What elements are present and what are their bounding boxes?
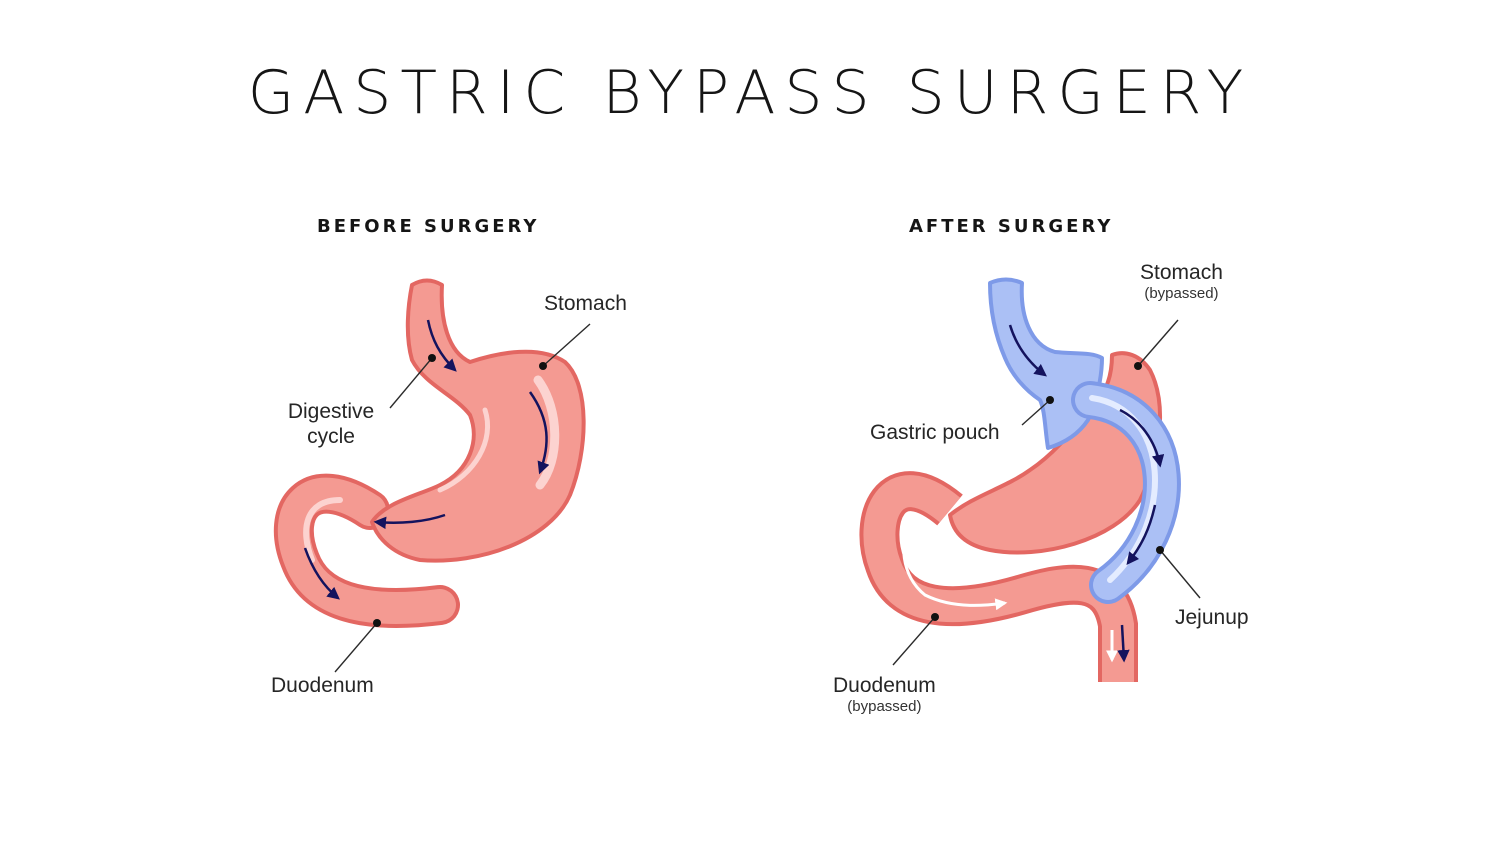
after-stomach-text: Stomach [1140, 261, 1223, 284]
after-anatomy-group [859, 277, 1181, 682]
before-surgery-heading: BEFORE SURGERY [317, 216, 540, 237]
after-arrow-outflow [1117, 624, 1130, 663]
before-arrow-stomach [528, 391, 550, 475]
gastric-pouch-label: Gastric pouch [870, 421, 1000, 444]
before-duodenum-label: Duodenum [271, 674, 374, 697]
before-stomach-group [273, 278, 586, 628]
after-arrow-jejunum-lower [1126, 504, 1157, 565]
before-stomach-body [370, 278, 586, 563]
before-digestive-cycle-label: Digestive cycle [283, 399, 379, 449]
after-arrow-jejunum-upper [1119, 408, 1165, 468]
before-stomach-label: Stomach [544, 292, 627, 315]
after-surgery-heading: AFTER SURGERY [909, 216, 1114, 237]
before-leader-lines [334, 323, 591, 673]
after-leader-lines [892, 319, 1201, 666]
before-arrow-duodenum [303, 547, 340, 600]
after-duodenum-note: (bypassed) [847, 698, 922, 715]
digestive-line-2: cycle [307, 425, 355, 448]
page-title: GASTRIC BYPASS SURGERY [247, 58, 1253, 128]
jejunup-label: Jejunup [1175, 606, 1249, 629]
after-arrow-esophagus [1008, 324, 1047, 377]
after-duodenum-text: Duodenum [833, 674, 936, 697]
after-stomach-label: Stomach (bypassed) [1140, 260, 1223, 302]
before-arrow-esophagus [426, 319, 457, 372]
before-arrow-pylorus [373, 513, 446, 530]
after-gastric-pouch [988, 277, 1104, 450]
digestive-line-1: Digestive [287, 400, 375, 423]
after-duodenum-label: Duodenum (bypassed) [833, 673, 936, 715]
after-stomach-note: (bypassed) [1144, 285, 1219, 302]
